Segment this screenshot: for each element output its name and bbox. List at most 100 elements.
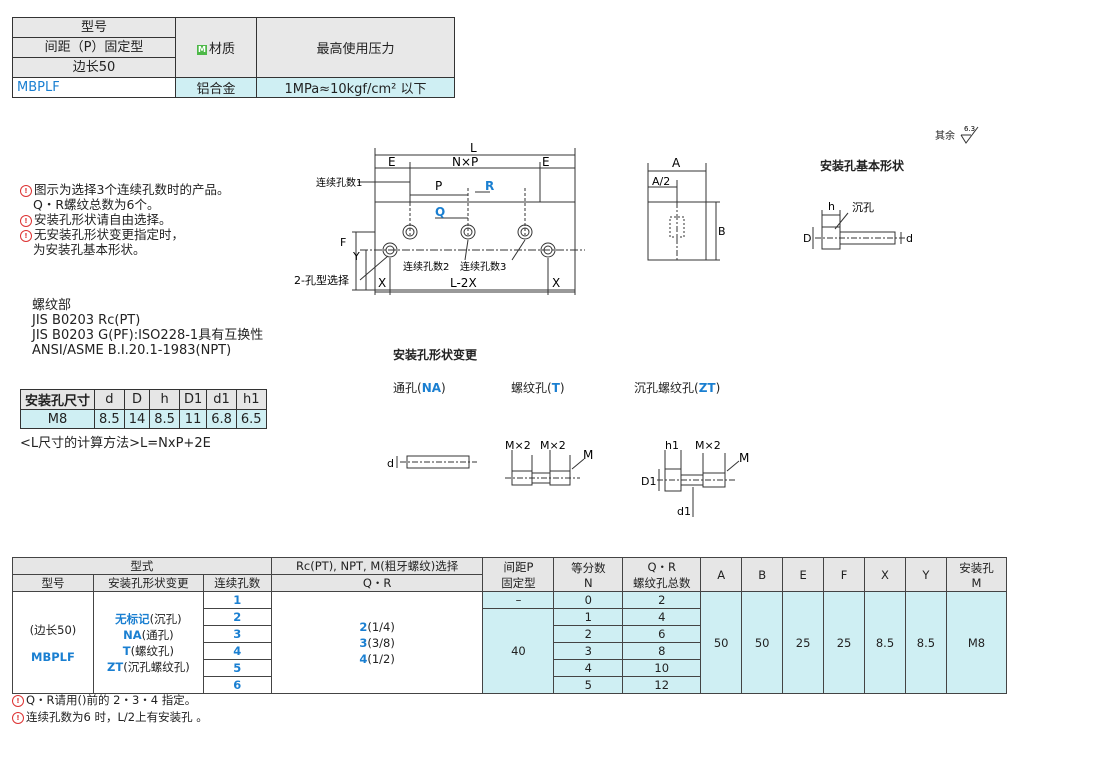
header-shape: 安装孔形状变更 (92, 574, 204, 592)
shape-na-label: 通孔(NA) (393, 379, 446, 396)
zt-M: M (739, 451, 749, 465)
qr-total: 2 (622, 591, 702, 609)
shape-na-suffix: ) (441, 381, 446, 395)
counterbore-threaded-drawing: h1 M×2 M D1 d1 (641, 439, 749, 518)
thread-info-line: JIS B0203 Rc(PT) (32, 313, 141, 328)
threaded-M2-left: M×2 (505, 439, 531, 452)
front-view-drawing: L E N×P E P R Q 连续孔数1 连续孔数2 连续孔数3 2-孔型选择… (294, 141, 585, 295)
cont-count: 6 (202, 676, 272, 694)
header-qr-sub: Q・R (270, 574, 484, 592)
shape-code: NA (123, 627, 142, 642)
dim-Q: Q (435, 205, 445, 219)
shape-change-title: 安装孔形状变更 (393, 348, 478, 362)
note-line: Q・R螺纹总数为6个。 (33, 197, 160, 212)
basic-D: D (803, 232, 811, 245)
qr-size-code: 4 (359, 651, 368, 666)
shape-t-prefix: 螺纹孔( (511, 381, 552, 395)
header-B: B (741, 557, 784, 592)
roughness-symbol-icon: 6.3 (960, 125, 979, 144)
qr-total: 4 (622, 608, 702, 626)
mount-hole-dim-table: 安装孔尺寸 d D h D1 d1 h1 M8 8.5 14 8.5 11 6.… (19, 389, 267, 429)
side-view-drawing: A A/2 B (647, 156, 726, 261)
dim-header: D1 (178, 389, 208, 410)
dim-F: F (340, 236, 346, 249)
roughness-value: 6.3 (964, 125, 975, 133)
footnote-line: Q・R请用()前的 2・3・4 指定。 (26, 693, 197, 707)
qr-total: 10 (622, 659, 702, 677)
threaded-M: M (583, 448, 593, 462)
basic-shape-title: 安装孔基本形状 (820, 159, 905, 173)
value-E: 25 (782, 591, 825, 694)
through-d: d (387, 457, 394, 470)
value-M: M8 (945, 591, 1008, 694)
shape-t-suffix: ) (559, 381, 565, 395)
dim-header: d1 (206, 389, 237, 410)
dim-cell: 6.5 (235, 409, 267, 429)
qr-size-text: (1/2) (367, 651, 395, 666)
label-cont1: 连续孔数1 (316, 176, 362, 189)
note-mark-icon: ! (20, 215, 32, 227)
zt-M2: M×2 (695, 439, 721, 452)
header-div-line: N (584, 575, 593, 590)
header-F: F (823, 557, 866, 592)
dim-X-right: X (552, 276, 560, 290)
dim-Y: Y (352, 250, 360, 263)
zt-D1: D1 (641, 475, 656, 488)
roughness-note-label: 其余 (935, 131, 955, 142)
thread-info-line: 螺纹部 (32, 298, 72, 313)
cont-count: 3 (202, 625, 272, 643)
shape-code: ZT (107, 659, 124, 674)
header-Y: Y (904, 557, 947, 592)
basic-h: h (828, 200, 835, 213)
qr-total: 6 (622, 625, 702, 643)
value-X: 8.5 (864, 591, 906, 694)
dim-header: D (123, 389, 151, 410)
division: 4 (553, 659, 624, 677)
shape-t-label: 螺纹孔(T) (511, 379, 565, 396)
dim-header: h1 (235, 389, 267, 410)
model-code: MBPLF (12, 77, 176, 98)
shape-zt-prefix: 沉孔螺纹孔( (634, 381, 699, 395)
dim-R: R (485, 179, 494, 193)
cont-count: 1 (202, 591, 272, 609)
through-hole-drawing: d (387, 455, 477, 470)
dim-cell: M8 (19, 409, 96, 429)
material-header-label: 材质 (208, 42, 235, 57)
dim-cell: 6.8 (206, 409, 237, 429)
model-header-line: 边长50 (72, 60, 116, 75)
label-two-hole: 2-孔型选择 (294, 273, 349, 287)
header-qr-line: 螺纹孔总数 (633, 575, 691, 590)
division: 5 (553, 676, 624, 694)
basic-counterbore: 沉孔 (852, 201, 874, 214)
header-cont: 连续孔数 (202, 574, 272, 592)
model-side: (边长50) (29, 622, 77, 637)
header-rc: Rc(PT), NPT, M(粗牙螺纹)选择 (270, 557, 484, 575)
value-F: 25 (823, 591, 866, 694)
division: 2 (553, 625, 624, 643)
shape-zt-code: ZT (698, 381, 716, 395)
division: 3 (553, 642, 624, 660)
division: 0 (553, 591, 624, 609)
header-A: A (700, 557, 743, 592)
header-X: X (864, 557, 906, 592)
shape-na-prefix: 通孔( (393, 381, 422, 395)
model-header-line: 型号 (13, 18, 175, 38)
note-mark-icon: ! (20, 230, 32, 242)
model-header: 型号 间距（P）固定型 边长50 (12, 17, 176, 78)
value-Y: 8.5 (904, 591, 947, 694)
qr-size-text: (3/8) (367, 635, 395, 650)
header-qr-line: Q・R (647, 559, 677, 574)
header-div-line: 等分数 (571, 560, 606, 575)
dim-cell: 14 (123, 409, 151, 429)
division: 1 (553, 608, 624, 626)
threaded-M2-right: M×2 (540, 439, 566, 452)
thread-info-line: JIS B0203 G(PF):ISO228-1具有互换性 (32, 328, 264, 343)
note-mark-icon: ! (20, 185, 32, 197)
dim-X-left: X (378, 276, 386, 290)
cont-count: 4 (202, 642, 272, 660)
dim-A: A (672, 156, 681, 170)
